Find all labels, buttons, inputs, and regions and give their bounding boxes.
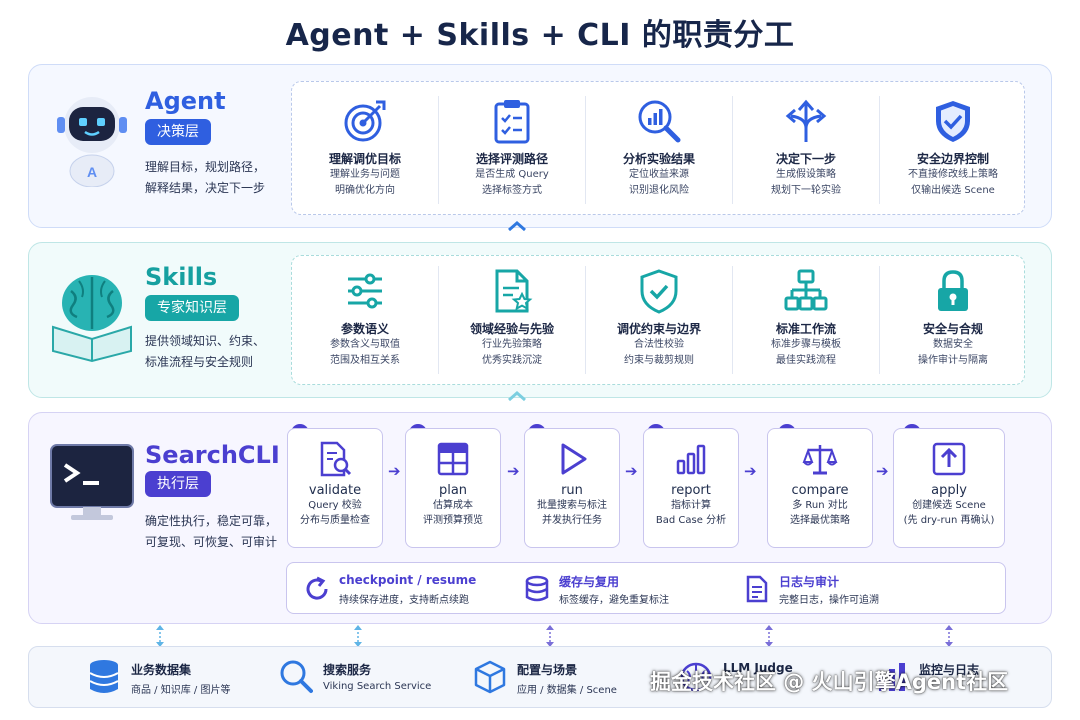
agent-layer-badge: 决策层 (145, 119, 211, 145)
stage-plan[interactable]: plan 估算成本 评测预算预览 (405, 428, 501, 548)
refresh-icon (306, 576, 328, 600)
document-search-icon (320, 441, 352, 477)
agent-item-safety: 安全边界控制 不直接修改线上策略 仅输出候选 Scene (880, 92, 1026, 206)
bar-chart-icon (676, 444, 706, 475)
stage-run[interactable]: run 批量搜索与标注 并发执行任务 (524, 428, 620, 548)
flow-arrow-icon: ➔ (744, 462, 757, 480)
watermark: 掘金技术社区 @ 火山引擎Agent社区 (650, 670, 1009, 694)
skills-layer-badge: 专家知识层 (145, 295, 239, 321)
stage-apply[interactable]: apply 创建候选 Scene (先 dry-run 再确认) (893, 428, 1005, 548)
aux-cache: 缓存与复用 标签缓存，避免重复标注 (523, 571, 723, 607)
cli-layer-name: SearchCLI (145, 441, 280, 469)
skills-layer-desc: 提供领域知识、约束、 标准流程与安全规则 (145, 334, 266, 369)
cli-aux-features: checkpoint / resume 持续保存进度，支持断点续跑 缓存与复用 … (286, 562, 1006, 614)
scale-icon (802, 445, 838, 475)
cube-icon (474, 660, 506, 694)
flow-arrow-icon: ➔ (507, 462, 520, 480)
robot-icon: A (57, 97, 127, 187)
service-llm-judge: LLM Judge (679, 657, 839, 701)
shield-check-icon (640, 269, 678, 314)
page-title: Agent + Skills + CLI 的职责分工 (285, 18, 795, 53)
agent-item-analyze-results: 分析实验结果 定位收益来源 识别退化风险 (586, 92, 732, 206)
flow-arrow-icon: ➔ (625, 462, 638, 480)
agent-item-understand-goal: 理解调优目标 理解业务与问题 明确优化方向 (292, 92, 438, 206)
calculator-icon (437, 442, 469, 476)
svg-text:A: A (87, 164, 97, 180)
branch-arrows-icon (785, 99, 827, 142)
workflow-icon (784, 269, 828, 311)
agent-layer-name: Agent (145, 87, 226, 115)
service-business-dataset: 业务数据集 商品 / 知识库 / 图片等 (87, 657, 247, 701)
cli-layer-desc: 确定性执行，稳定可靠， 可复现、可恢复、可审计 (145, 514, 278, 549)
agent-item-choose-eval: 选择评测路径 是否生成 Query 选择标签方式 (439, 92, 585, 206)
shield-check-icon (936, 101, 970, 142)
skills-item-security: 安全与合规 数据安全 操作审计与隔离 (880, 262, 1026, 376)
external-services: 业务数据集 商品 / 知识库 / 图片等 搜索服务 Viking Search … (28, 646, 1052, 708)
brain-book-icon (52, 275, 132, 363)
skills-item-param-semantics: 参数语义 参数含义与取值 范围及相互关系 (292, 262, 438, 376)
clipboard-icon (494, 100, 530, 144)
skills-layer-name: Skills (145, 263, 218, 291)
stage-validate[interactable]: validate Query 校验 分布与质量检查 (287, 428, 383, 548)
flow-arrow-icon: ➔ (388, 462, 401, 480)
skills-item-workflow: 标准工作流 标准步骤与模板 最佳实践流程 (733, 262, 879, 376)
log-document-icon (746, 575, 768, 603)
terminal-icon (50, 444, 134, 520)
skills-layer: Skills 专家知识层 提供领域知识、约束、 标准流程与安全规则 参数语义 参… (28, 242, 1052, 398)
flow-arrow-icon: ➔ (876, 462, 889, 480)
database-icon (89, 660, 119, 693)
service-monitoring: 监控与日志 (875, 657, 1035, 701)
stage-report[interactable]: report 指标计算 Bad Case 分析 (643, 428, 739, 548)
upload-icon (932, 442, 966, 476)
skills-capabilities-box: 参数语义 参数含义与取值 范围及相互关系 领域经验与先验 行业先验策略 优秀实践… (291, 255, 1025, 385)
service-search: 搜索服务 Viking Search Service (279, 657, 449, 701)
target-icon (344, 100, 386, 142)
play-icon (561, 443, 587, 475)
agent-layer: A Agent 决策层 理解目标，规划路径， 解释结果，决定下一步 理解调优目标… (28, 64, 1052, 228)
agent-capabilities-box: 理解调优目标 理解业务与问题 明确优化方向 选择评测路径 是否生成 Query … (291, 81, 1025, 215)
search-icon (280, 660, 313, 693)
stage-compare[interactable]: compare 多 Run 对比 选择最优策略 (767, 428, 873, 548)
skills-item-domain-experience: 领域经验与先验 行业先验策略 优秀实践沉淀 (439, 262, 585, 376)
database-icon (525, 575, 549, 602)
agent-item-next-step: 决定下一步 生成假设策略 规划下一轮实验 (733, 92, 879, 206)
lock-icon (938, 270, 968, 311)
service-config-scene: 配置与场景 应用 / 数据集 / Scene (473, 657, 643, 701)
chart-icon (879, 663, 905, 691)
analysis-icon (638, 100, 681, 143)
document-star-icon (495, 269, 533, 313)
service-connectors (156, 625, 953, 647)
skills-item-constraints: 调优约束与边界 合法性校验 约束与裁剪规则 (586, 262, 732, 376)
agent-layer-desc: 理解目标，规划路径， 解释结果，决定下一步 (145, 160, 266, 195)
cli-layer-badge: 执行层 (145, 471, 211, 497)
sliders-icon (348, 273, 382, 309)
aux-logging: 日志与审计 完整日志，操作可追溯 (743, 571, 943, 607)
aux-checkpoint: checkpoint / resume 持续保存进度，支持断点续跑 (303, 571, 503, 607)
brain-icon (680, 662, 712, 692)
